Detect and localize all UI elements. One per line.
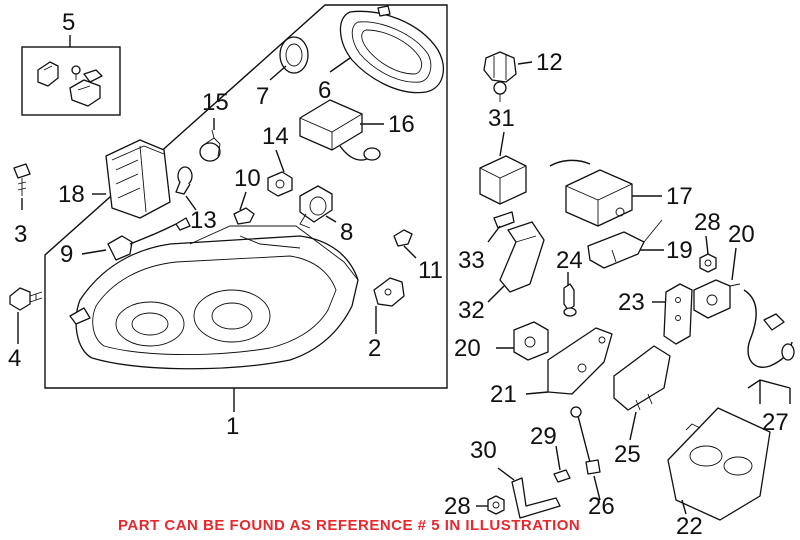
bulb-small bbox=[233, 207, 255, 225]
callout-20-left: 20 bbox=[454, 335, 481, 362]
leader-lines bbox=[17, 35, 791, 515]
bracket-23 bbox=[663, 283, 693, 345]
callout-26: 26 bbox=[588, 493, 615, 520]
bulb-12 bbox=[483, 51, 517, 102]
callout-33: 33 bbox=[458, 247, 485, 274]
bolt-4 bbox=[9, 287, 43, 311]
bracket-30 bbox=[511, 477, 561, 519]
callout-14: 14 bbox=[262, 123, 289, 150]
mount-22 bbox=[667, 407, 771, 521]
callout-22: 22 bbox=[676, 513, 703, 540]
callout-17: 17 bbox=[666, 183, 693, 210]
callout-28-top: 28 bbox=[694, 209, 721, 236]
callout-31: 31 bbox=[488, 105, 515, 132]
callout-4: 4 bbox=[8, 345, 21, 372]
sensor-20b bbox=[513, 321, 549, 361]
callout-28-bottom: 28 bbox=[444, 493, 471, 520]
nut-28-bottom bbox=[487, 495, 505, 515]
socket-10 bbox=[267, 171, 293, 197]
callout-29: 29 bbox=[530, 423, 557, 450]
ballast-16 bbox=[299, 99, 381, 161]
callout-32: 32 bbox=[458, 297, 485, 324]
callout-24: 24 bbox=[556, 247, 583, 274]
module-31 bbox=[479, 155, 527, 205]
headlamp-assembly-frame bbox=[44, 4, 448, 389]
callout-30: 30 bbox=[470, 437, 497, 464]
callout-3: 3 bbox=[14, 221, 27, 248]
sensor-24 bbox=[563, 283, 577, 317]
callout-2: 2 bbox=[368, 335, 381, 362]
callout-6: 6 bbox=[318, 77, 331, 104]
motor-8 bbox=[299, 185, 333, 229]
callout-7: 7 bbox=[256, 83, 269, 110]
callout-20-right: 20 bbox=[728, 221, 755, 248]
callout-12: 12 bbox=[536, 49, 563, 76]
headlamp-body-1 bbox=[69, 225, 359, 370]
callout-9: 9 bbox=[60, 241, 73, 268]
harness-27 bbox=[743, 289, 795, 368]
bracket-19 bbox=[587, 219, 663, 269]
bracket-21 bbox=[547, 327, 613, 395]
callout-15: 15 bbox=[202, 89, 229, 116]
control-unit-17 bbox=[549, 159, 633, 227]
bulb-13 bbox=[175, 166, 193, 195]
bracket-25 bbox=[613, 345, 671, 411]
sensor-20a bbox=[693, 279, 741, 319]
callout-11: 11 bbox=[418, 257, 443, 284]
bulb-9 bbox=[107, 217, 191, 261]
socket-15 bbox=[199, 129, 221, 162]
linkage-26 bbox=[570, 406, 601, 475]
bulb-11 bbox=[393, 229, 413, 247]
callout-21: 21 bbox=[490, 381, 517, 408]
nut-28-top bbox=[699, 253, 717, 273]
callout-1: 1 bbox=[226, 413, 239, 440]
clip-29 bbox=[553, 469, 571, 483]
callout-19: 19 bbox=[666, 237, 693, 264]
bracket-32-33 bbox=[493, 211, 545, 293]
callout-27: 27 bbox=[762, 409, 789, 436]
callout-13: 13 bbox=[190, 207, 217, 234]
callout-25: 25 bbox=[614, 441, 641, 468]
callout-18: 18 bbox=[58, 181, 85, 208]
callout-8: 8 bbox=[340, 219, 353, 246]
callout-23: 23 bbox=[618, 289, 645, 316]
ring-cap-7 bbox=[279, 36, 309, 74]
callout-10: 10 bbox=[234, 165, 261, 192]
reference-note: PART CAN BE FOUND AS REFERENCE # 5 IN IL… bbox=[118, 517, 580, 534]
control-module-18 bbox=[105, 139, 171, 219]
screw-3 bbox=[13, 163, 31, 196]
bracket-2 bbox=[373, 277, 405, 307]
callout-16: 16 bbox=[388, 111, 415, 138]
callout-5: 5 bbox=[62, 9, 75, 36]
inset-box-5 bbox=[21, 46, 121, 116]
clip-parts-5 bbox=[37, 61, 103, 107]
rear-cover-6 bbox=[339, 5, 444, 94]
